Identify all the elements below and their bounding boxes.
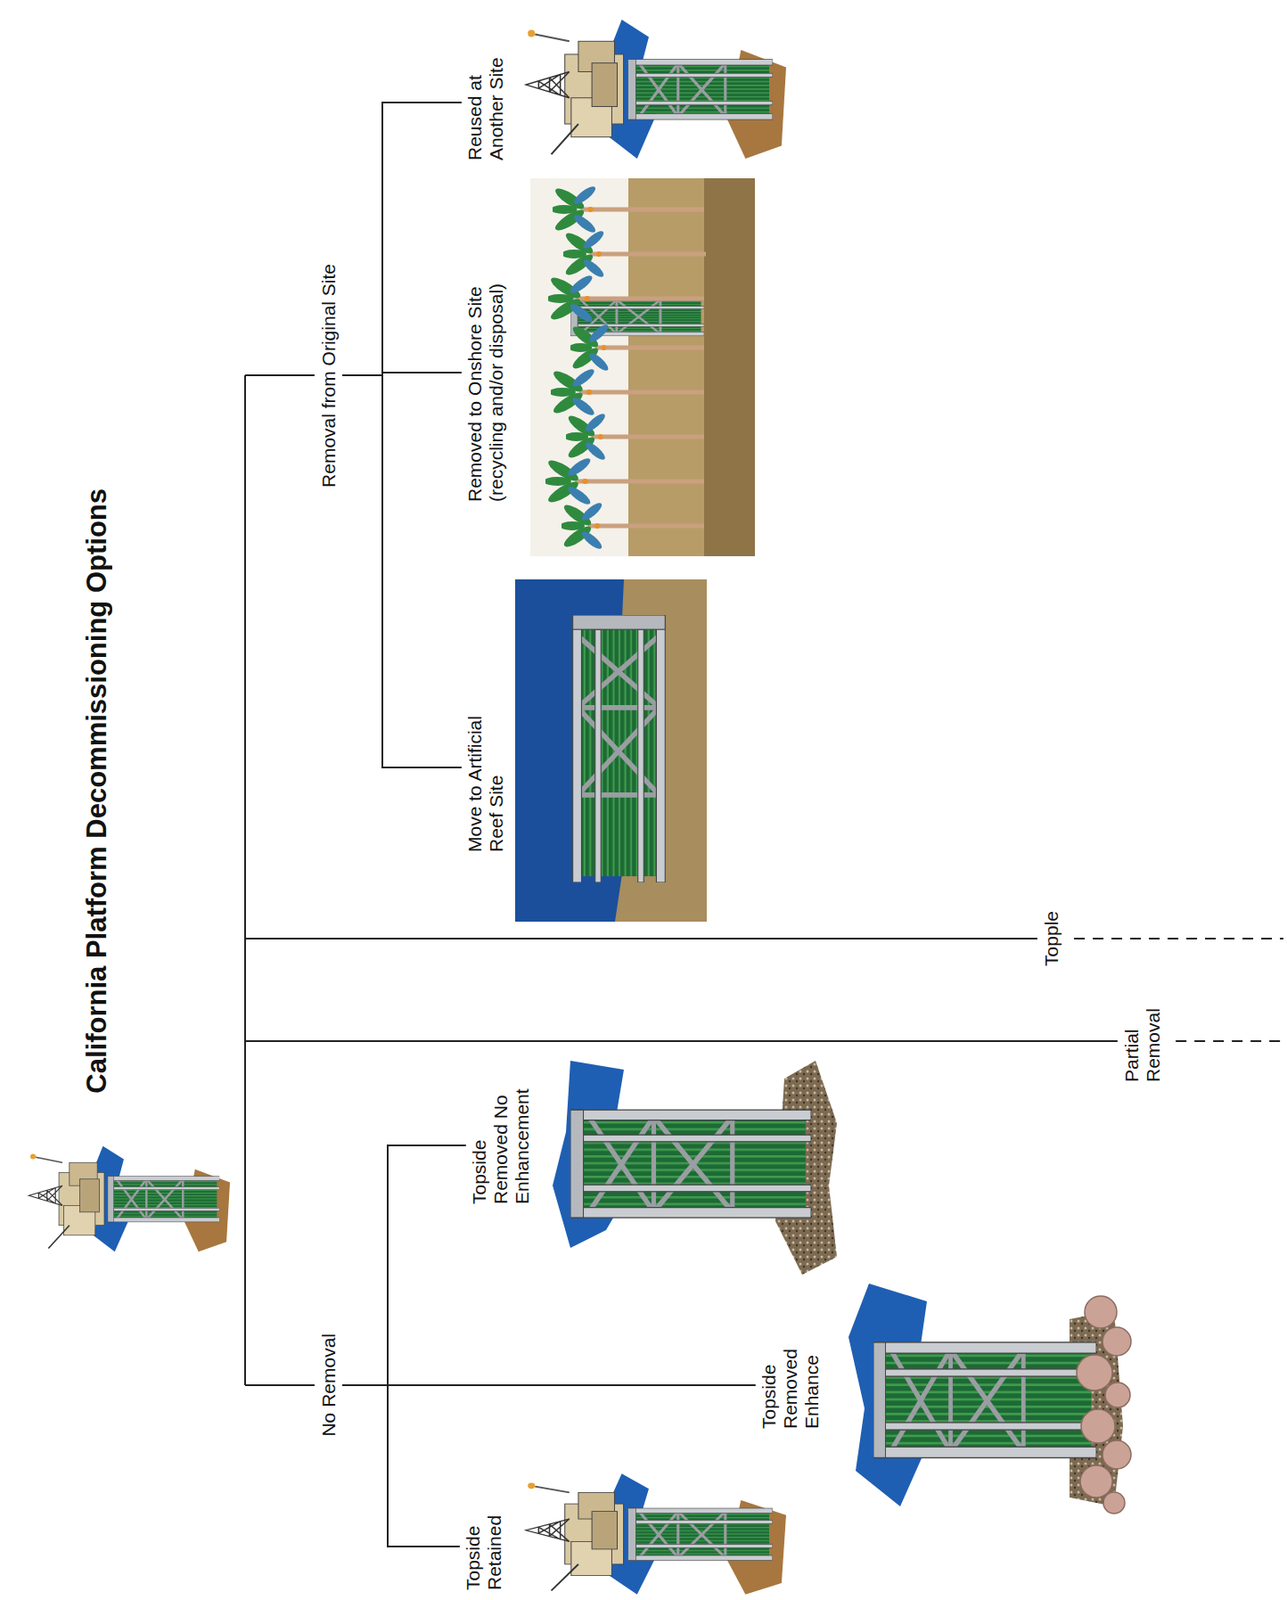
illustration-part: [549, 366, 705, 419]
label-text: Topside Retained: [462, 1514, 505, 1590]
illustration-part: [1103, 1491, 1125, 1514]
label-text: Reused at Another Site: [464, 57, 507, 161]
illustration-part: [573, 614, 666, 883]
illustration-part: [543, 455, 705, 508]
tree-connector: [342, 102, 462, 376]
branch-line: [245, 937, 1038, 940]
tree-connector: [342, 375, 462, 768]
illustration-part: [1081, 1409, 1115, 1443]
trunk-line: [244, 375, 246, 1386]
branch-label: Topple: [1038, 908, 1066, 969]
onshore-scene: [530, 178, 755, 557]
illustration-part: [570, 1109, 812, 1218]
illustration-part: [1102, 1440, 1132, 1469]
label-text: No Removal: [318, 1333, 339, 1437]
branch-label: Removal from Original Site: [315, 261, 343, 491]
label-text: Removed to Onshore Site (recycling and/o…: [464, 283, 507, 502]
label-text: Topside Removed Enhance: [758, 1348, 822, 1429]
illustration-part: [546, 272, 705, 325]
label-text: Removal from Original Site: [318, 263, 339, 488]
illustration-part: [1080, 1465, 1113, 1498]
tree-connector: [342, 1145, 467, 1386]
illustration-part: [525, 1473, 787, 1595]
reef-scene: [515, 579, 707, 922]
enhanced-jacket: [848, 1283, 1132, 1514]
label-text: Partial Removal: [1121, 1008, 1164, 1083]
branch-label: Move to Artificial Reef Site: [461, 680, 510, 855]
illustration-part: [628, 178, 755, 557]
illustration-part: [561, 228, 706, 280]
illustration-part: [564, 410, 705, 463]
illustration-part: [515, 579, 707, 922]
diagram-title: California Platform Decommissioning Opti…: [81, 488, 114, 1094]
branch-label: Topside Removed No Enhancement: [466, 1083, 536, 1207]
illustration-part: [704, 178, 755, 557]
branch-label: Topside Retained: [459, 1500, 509, 1593]
no-enhancement-jacket: [552, 1060, 837, 1275]
branch-line: [245, 374, 315, 377]
title-text: California Platform Decommissioning Opti…: [81, 488, 113, 1094]
illustration-part: [568, 321, 705, 374]
illustration-part: [1105, 1382, 1131, 1408]
tree-connector: [342, 1384, 756, 1386]
tree-connector: [342, 1385, 460, 1547]
illustration-part: [1102, 1327, 1132, 1356]
label-text: Topside Removed No Enhancement: [468, 1088, 533, 1205]
illustration-part: [550, 183, 705, 236]
illustration-part: [530, 178, 755, 557]
branch-label: Removed to Onshore Site (recycling and/o…: [461, 240, 510, 505]
branch-label: Topside Removed Enhance: [755, 1339, 826, 1432]
illustration-part: [525, 19, 787, 159]
dashed-continuation: [1073, 937, 1284, 940]
branch-label: No Removal: [315, 1330, 343, 1440]
illustration-part: [28, 1146, 230, 1253]
branch-label: Partial Removal: [1118, 997, 1167, 1085]
root-platform: [28, 1146, 230, 1253]
branch-label: Reused at Another Site: [461, 41, 510, 164]
label-text: Topple: [1041, 910, 1062, 967]
branch-line: [245, 1384, 315, 1386]
illustration-part: [1076, 1295, 1132, 1514]
illustration-part: [1076, 1354, 1113, 1391]
label-text: Move to Artificial Reef Site: [464, 715, 507, 853]
branch-line: [245, 1040, 1118, 1042]
retained-platform: [525, 1473, 787, 1595]
illustration-part: [559, 500, 705, 552]
dashed-continuation: [1175, 1040, 1284, 1042]
illustration-part: [1084, 1295, 1117, 1328]
reused-platform: [525, 19, 787, 159]
illustration-part: [873, 1342, 1097, 1459]
